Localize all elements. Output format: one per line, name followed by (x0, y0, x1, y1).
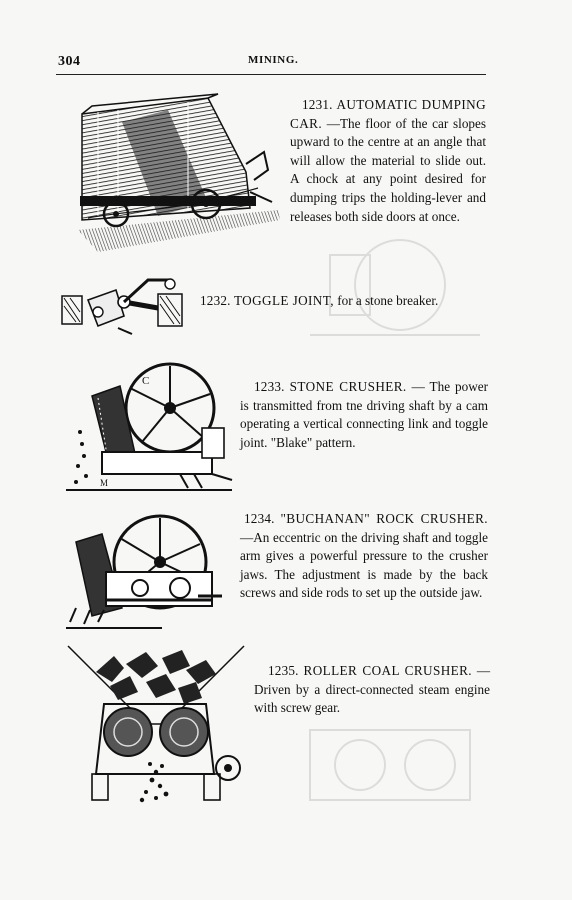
running-title: MINING. (248, 54, 299, 66)
header-rule (56, 74, 486, 75)
entry-number: 1234. (244, 511, 275, 526)
entry-number: 1231. (302, 97, 333, 112)
entry-text: for a stone breaker. (337, 293, 439, 308)
entry-1234: 1234. "BUCHANAN" ROCK CRUSHER. —An eccen… (240, 510, 488, 603)
entry-title: "BUCHANAN" ROCK CRUSHER. (280, 511, 488, 526)
figure-label-m: M (100, 478, 108, 488)
entry-text: — The power is transmitted from tne driv… (240, 379, 488, 450)
entry-title: AUTOMATIC DUMPING CAR. (290, 97, 486, 131)
toggle-joint-illustration (58, 272, 188, 338)
buchanan-crusher-illustration (62, 512, 224, 642)
entry-title: STONE CRUSHER. (289, 379, 407, 394)
entry-number: 1232. (200, 293, 231, 308)
entry-title: ROLLER COAL CRUSHER. (303, 663, 472, 678)
bleed-through-illustration (300, 225, 490, 350)
dumping-car-illustration (58, 92, 282, 260)
entry-1232: 1232. TOGGLE JOINT, for a stone breaker. (200, 292, 490, 311)
figure-label-c: C (142, 375, 149, 387)
bleed-through-illustration (290, 710, 490, 825)
entry-number: 1235. (268, 663, 299, 678)
entry-text: —The floor of the car slopes upward to t… (290, 115, 486, 224)
entry-1233: 1233. STONE CRUSHER. — The power is tran… (240, 378, 488, 452)
entry-text: —Driven by a direct-connected steam engi… (254, 663, 491, 716)
entry-number: 1233. (254, 379, 285, 394)
stone-crusher-illustration: C M (62, 358, 236, 496)
entry-1235: 1235. ROLLER COAL CRUSHER. —Driven by a … (254, 662, 490, 718)
page-number: 304 (58, 54, 81, 69)
entry-title: TOGGLE JOINT, (233, 293, 334, 308)
roller-coal-crusher-illustration (66, 644, 246, 806)
entry-text: —An eccentric on the driving shaft and t… (240, 529, 488, 601)
entry-1231: 1231. AUTOMATIC DUMPING CAR. —The floor … (290, 96, 486, 226)
